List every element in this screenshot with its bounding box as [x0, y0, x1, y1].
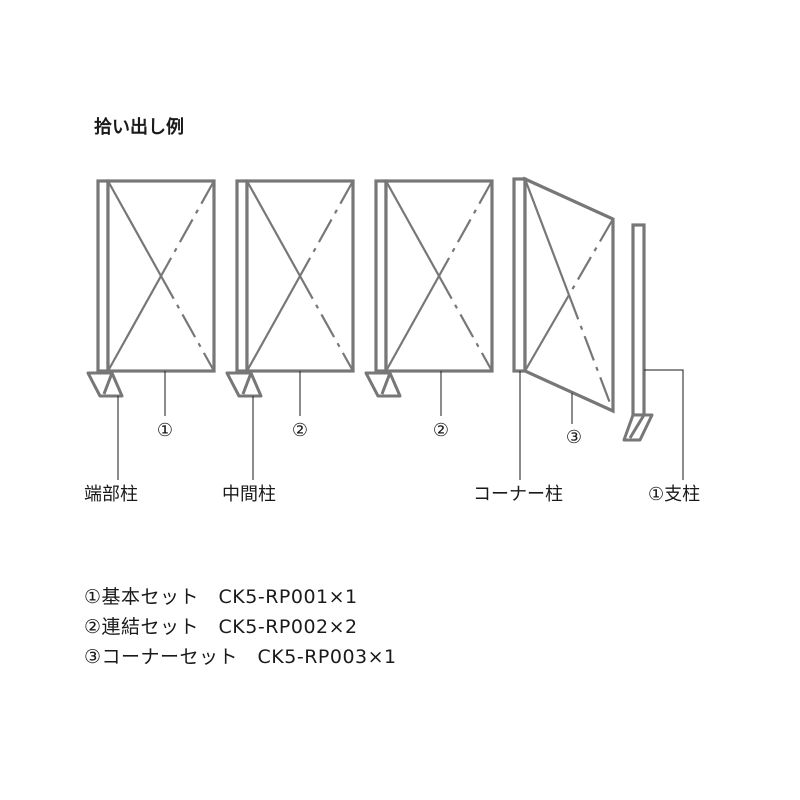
panel-2-number: ②	[292, 420, 308, 441]
support-post-label: ①支柱	[648, 484, 700, 505]
corner-post	[512, 177, 527, 373]
middle-post-foot	[225, 371, 263, 398]
middle-post-foot-edge	[241, 372, 253, 395]
unit-1	[86, 179, 216, 398]
panel-2-dash-diagonal	[299, 180, 354, 277]
unit-3	[364, 179, 494, 398]
panel-4-number: ③	[566, 427, 582, 448]
end-post-label: 端部柱	[84, 484, 138, 505]
panel-1-number: ①	[157, 420, 173, 441]
panel-1-diagonal	[107, 275, 162, 372]
support-post-leader	[644, 369, 684, 480]
parts-list-item-3: ③コーナーセット CK5-RP003×1	[84, 646, 397, 668]
end-post-foot	[86, 371, 124, 398]
panel-4-diagonal	[523, 178, 571, 296]
panel-2-diagonal	[246, 275, 301, 372]
panel-1-dash-diagonal	[160, 275, 215, 372]
support-post-foot-edge	[628, 414, 646, 439]
corner-post-label: コーナー柱	[473, 484, 563, 505]
support-post	[631, 223, 646, 417]
panel-4-diagonal	[524, 294, 570, 372]
panel-3-diagonal	[385, 180, 440, 277]
unit-4	[512, 176, 615, 414]
unit-2	[225, 179, 355, 398]
panel-4-dash-diagonal	[567, 294, 615, 412]
panel-3-diagonal	[385, 275, 440, 372]
panel-1-dash-diagonal	[160, 180, 215, 277]
parts-list-item-1: ①基本セット CK5-RP001×1	[84, 586, 358, 608]
end-post-foot-edge	[102, 372, 114, 395]
diagram-title: 拾い出し例	[94, 116, 184, 138]
parts-list-item-2: ②連結セット CK5-RP002×2	[84, 616, 358, 638]
middle-post-label: 中間柱	[222, 484, 276, 505]
panel-3-number: ②	[433, 420, 449, 441]
panel-2-diagonal	[246, 180, 301, 277]
middle-post-2-foot-edge	[380, 372, 392, 395]
panel-1-diagonal	[107, 180, 162, 277]
panel-2-dash-diagonal	[299, 275, 354, 372]
panel-3-dash-diagonal	[438, 275, 493, 372]
middle-post-2-foot	[364, 371, 402, 398]
panel-4-dash-diagonal	[568, 218, 614, 296]
unit-5	[622, 223, 654, 442]
panel-3-dash-diagonal	[438, 180, 493, 277]
